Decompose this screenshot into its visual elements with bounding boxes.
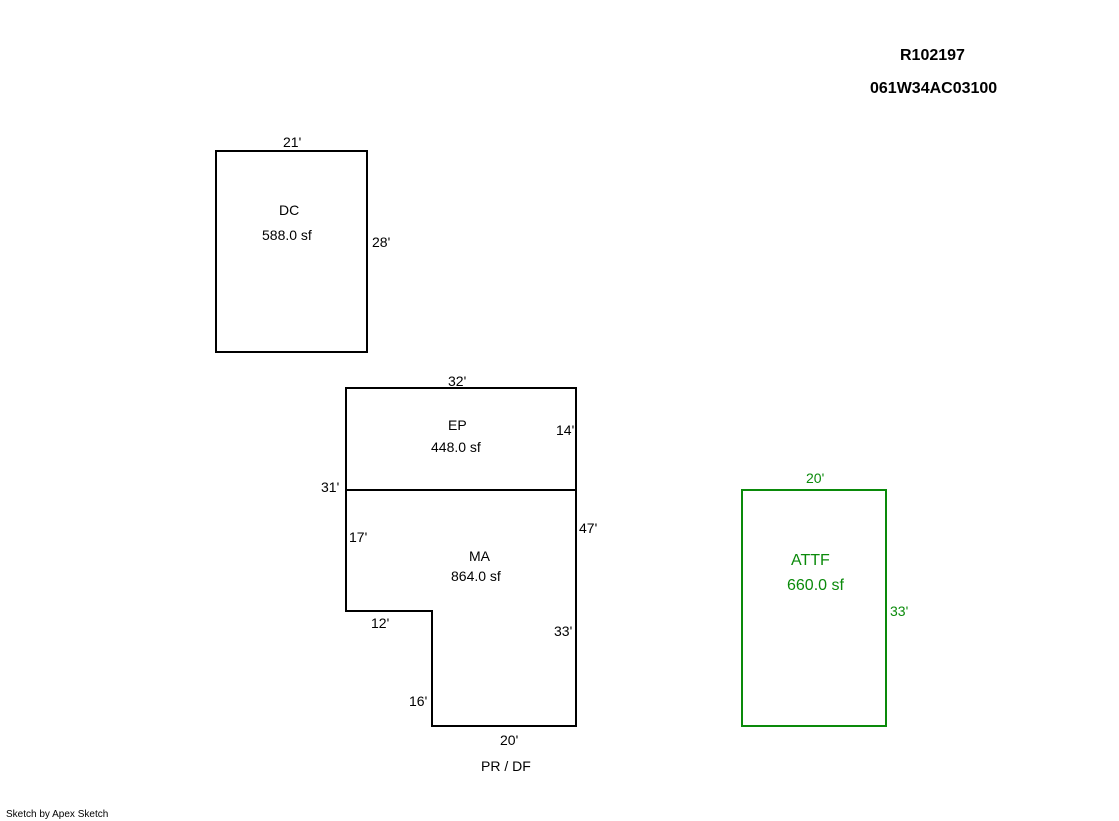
ma-dim-left-total: 31' (321, 479, 339, 495)
ma-dim-notch-vertical: 16' (409, 693, 427, 709)
ma-dim-right-lower: 33' (554, 623, 572, 639)
ma-dim-left-upper: 17' (349, 529, 367, 545)
attf-area: 20' 33' ATTF 660.0 sf (741, 470, 908, 727)
attf-dim-right: 33' (890, 603, 908, 619)
attf-dim-top: 20' (806, 470, 824, 486)
ma-dim-right-total: 47' (579, 520, 597, 536)
sketch-credit: Sketch by Apex Sketch (6, 809, 109, 820)
dc-area: 21' 28' DC 588.0 sf (215, 134, 390, 353)
ep-dim-top: 32' (448, 373, 466, 389)
dc-outline (215, 150, 368, 353)
ep-area-value: 448.0 sf (431, 439, 481, 455)
ma-dim-bottom: 20' (500, 732, 518, 748)
dc-name: DC (279, 202, 299, 218)
ep-dim-right: 14' (556, 422, 574, 438)
attf-area-value: 660.0 sf (787, 577, 844, 594)
ep-area: 32' 14' EP 448.0 sf (345, 373, 577, 491)
dc-area-value: 588.0 sf (262, 227, 312, 243)
ma-dim-notch-horizontal: 12' (371, 615, 389, 631)
attf-name: ATTF (791, 552, 830, 569)
parcel-id: R102197 (900, 47, 965, 64)
ma-area: 31' 47' 17' 12' 33' 16' 20' MA 864.0 sf (321, 479, 597, 748)
ep-name: EP (448, 417, 467, 433)
map-number: 061W34AC03100 (870, 80, 998, 97)
attf-outline (741, 489, 887, 727)
ep-outline (345, 387, 577, 491)
ma-area-value: 864.0 sf (451, 568, 501, 584)
ma-name: MA (469, 548, 491, 564)
dc-dim-right: 28' (372, 234, 390, 250)
ma-outline (345, 490, 577, 727)
pr-df-note: PR / DF (481, 758, 531, 774)
dc-dim-top: 21' (283, 134, 301, 150)
